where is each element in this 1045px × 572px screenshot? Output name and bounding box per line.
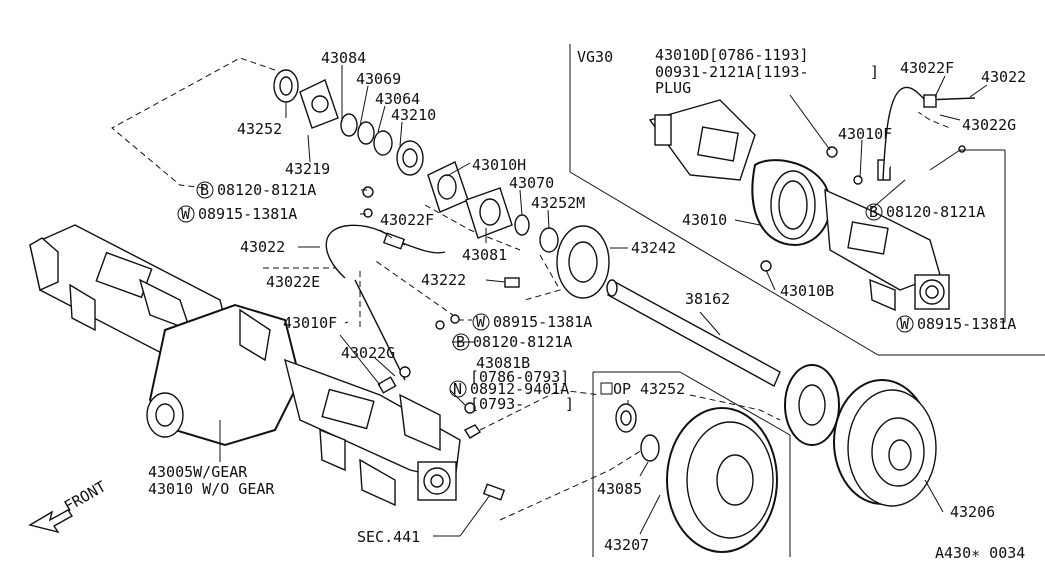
axle-shaft-38162 (606, 279, 840, 446)
fastener-n-mid-range-close: ] (565, 395, 574, 413)
label-43022G-right: 43022G (962, 116, 1016, 134)
fastener-circles (177, 181, 914, 398)
front-arrow-icon (28, 509, 74, 534)
label-43252M: 43252M (531, 194, 585, 212)
label-43070: 43070 (509, 174, 554, 192)
vg30-inset-frame (569, 44, 1045, 356)
label-43010-wo-gear: 43010 W/O GEAR (148, 480, 275, 498)
axle-housing-left (29, 224, 461, 507)
label-43010D: 43010D[0786-1193] (655, 46, 809, 64)
label-43010F-left: 43010F (283, 314, 337, 332)
leader-lines (219, 65, 1006, 537)
label-43207: 43207 (604, 536, 649, 554)
label-43084: 43084 (321, 49, 366, 67)
breather-hose-left (325, 186, 520, 501)
label-43081B-range: [0786-0793] (470, 368, 569, 386)
label-sec441: SEC.441 (357, 528, 420, 546)
fastener-b-mid-letter: B (456, 333, 465, 351)
label-43022F-right: 43022F (900, 59, 954, 77)
label-43210: 43210 (391, 106, 436, 124)
label-43081: 43081 (462, 246, 507, 264)
label-00931-close: ] (870, 63, 879, 81)
label-43252-top: 43252 (237, 120, 282, 138)
variant-label: VG30 (577, 48, 613, 66)
drawing-code: A430∗ 0034 (935, 544, 1025, 562)
label-43222: 43222 (421, 271, 466, 289)
fastener-b-left-top-code: 08120-8121A (217, 181, 316, 199)
fastener-n-mid-letter: N (453, 380, 462, 398)
bearing-seal-stack (273, 69, 610, 299)
front-label: FRONT (61, 477, 109, 515)
label-43010: 43010 (682, 211, 727, 229)
fastener-w-mid-letter: W (476, 313, 486, 331)
label-plug: PLUG (655, 79, 691, 97)
label-43005-w-gear: 43005W/GEAR (148, 463, 248, 481)
label-43219: 43219 (285, 160, 330, 178)
fastener-b-right-code: 08120-8121A (886, 203, 985, 221)
fastener-b-mid-code: 08120-8121A (473, 333, 572, 351)
label-43069: 43069 (356, 70, 401, 88)
label-43022-right: 43022 (981, 68, 1026, 86)
op-subbox-frame (592, 371, 791, 557)
label-43010H: 43010H (472, 156, 526, 174)
label-43064: 43064 (375, 90, 420, 108)
fastener-n-mid-code: 08912-9401A (470, 380, 569, 398)
fastener-w-mid-code: 08915-1381A (493, 313, 592, 331)
label-43085: 43085 (597, 480, 642, 498)
label-43242: 43242 (631, 239, 676, 257)
label-43081B: 43081B (476, 354, 530, 372)
label-00931: 00931-2121A[1193- (655, 63, 809, 81)
label-43022-left: 43022 (240, 238, 285, 256)
label-38162: 38162 (685, 290, 730, 308)
brake-disc-43207 (615, 403, 778, 553)
label-43022F-left: 43022F (380, 211, 434, 229)
label-43252-op: 43252 (640, 380, 685, 398)
fastener-w-right-code: 08915-1381A (917, 315, 1016, 333)
fastener-n-mid-range: [0793- (470, 395, 524, 413)
fastener-w-left-top-letter: W (181, 205, 191, 223)
brake-drum-43206 (833, 379, 937, 507)
label-43022E: 43022E (266, 273, 320, 291)
fastener-b-left-top-letter: B (200, 181, 209, 199)
label-43022G-left: 43022G (341, 344, 395, 362)
vg30-axle-assembly (648, 86, 976, 312)
label-43010F-right: 43010F (838, 125, 892, 143)
label-43010B: 43010B (780, 282, 834, 300)
label-43206: 43206 (950, 503, 995, 521)
fastener-w-left-top-code: 08915-1381A (198, 205, 297, 223)
fastener-w-right-letter: W (900, 315, 910, 333)
label-op-marker: OP (613, 380, 631, 398)
fastener-b-right-letter: B (869, 203, 878, 221)
